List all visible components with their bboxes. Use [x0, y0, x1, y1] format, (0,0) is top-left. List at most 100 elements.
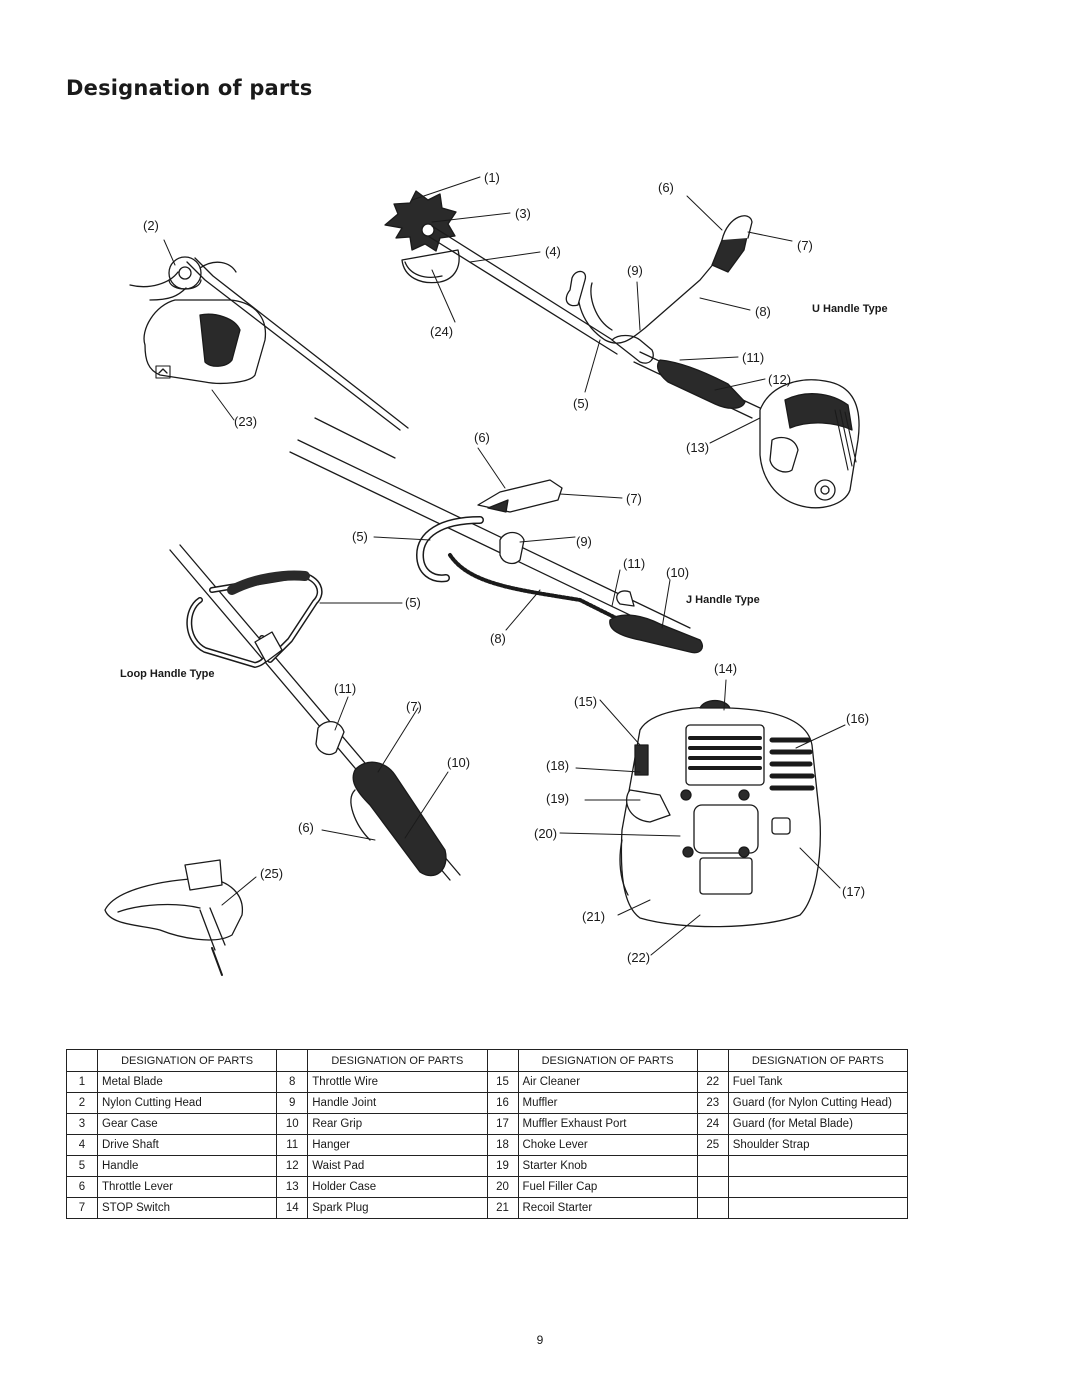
part-number: 23	[696, 1092, 729, 1114]
part-number: 5	[66, 1155, 98, 1177]
callout-numbers: (1) (2) (3) (4) (5) (6) (7) (9) (8) U Ha…	[120, 170, 888, 965]
callout-5b: (5)	[352, 529, 368, 544]
callout-11c: (11)	[334, 681, 356, 696]
part-name: Hanger	[307, 1134, 488, 1156]
part-name: Muffler Exhaust Port	[517, 1113, 698, 1135]
callout-19: (19)	[546, 791, 569, 806]
page-number: 9	[536, 1333, 544, 1347]
callout-3: (3)	[515, 206, 531, 221]
callout-1: (1)	[484, 170, 500, 185]
callout-20: (20)	[534, 826, 557, 841]
part-number: 21	[486, 1197, 519, 1219]
engine-front-illustration	[619, 699, 821, 928]
callout-10: (10)	[666, 565, 689, 580]
part-name	[727, 1176, 909, 1198]
callout-23: (23)	[234, 414, 257, 429]
part-number: 4	[66, 1134, 98, 1156]
callout-5: (5)	[573, 396, 589, 411]
column-header: DESIGNATION OF PARTS	[517, 1049, 698, 1072]
part-number: 20	[486, 1176, 519, 1198]
part-number: 11	[276, 1134, 309, 1156]
part-name: Fuel Tank	[727, 1071, 909, 1093]
callout-9b: (9)	[576, 534, 592, 549]
part-name: Shoulder Strap	[727, 1134, 909, 1156]
part-number: 17	[486, 1113, 519, 1135]
part-number: 3	[66, 1113, 98, 1135]
callout-11b: (11)	[623, 556, 645, 571]
engine-top-illustration	[759, 379, 860, 509]
part-name: Guard (for Metal Blade)	[727, 1113, 909, 1135]
callout-8: (8)	[755, 304, 771, 319]
callout-6b: (6)	[474, 430, 490, 445]
part-number: 25	[696, 1134, 729, 1156]
column-header: DESIGNATION OF PARTS	[96, 1049, 278, 1072]
part-name: Starter Knob	[517, 1155, 698, 1177]
part-number: 1	[66, 1071, 98, 1093]
part-number: 10	[276, 1113, 309, 1135]
part-name: STOP Switch	[96, 1197, 278, 1219]
callout-22: (22)	[627, 950, 650, 965]
part-name: Handle	[96, 1155, 278, 1177]
part-number: 18	[486, 1134, 519, 1156]
part-name: Waist Pad	[307, 1155, 488, 1177]
parts-table-header-row: DESIGNATION OF PARTS DESIGNATION OF PART…	[66, 1049, 909, 1072]
nylon-cutting-head-illustration	[129, 256, 409, 431]
shoulder-strap-illustration	[104, 859, 243, 976]
part-number	[696, 1197, 729, 1219]
j-handle-illustration	[289, 417, 704, 654]
callout-4: (4)	[545, 244, 561, 259]
part-number: 14	[276, 1197, 309, 1219]
callout-7b: (7)	[626, 491, 642, 506]
callout-21: (21)	[582, 909, 605, 924]
callout-8b: (8)	[490, 631, 506, 646]
part-number: 2	[66, 1092, 98, 1114]
callout-leader-lines	[163, 176, 846, 956]
callout-7c: (7)	[406, 699, 422, 714]
part-name: Choke Lever	[517, 1134, 698, 1156]
part-name: Muffler	[517, 1092, 698, 1114]
part-name: Spark Plug	[307, 1197, 488, 1219]
loop-handle-type-label: Loop Handle Type	[120, 668, 215, 680]
callout-2: (2)	[143, 218, 159, 233]
part-number: 9	[276, 1092, 309, 1114]
part-number: 12	[276, 1155, 309, 1177]
part-name: Drive Shaft	[96, 1134, 278, 1156]
metal-blade-illustration	[384, 190, 761, 419]
part-number: 6	[66, 1176, 98, 1198]
part-name	[727, 1155, 909, 1177]
part-name: Rear Grip	[307, 1113, 488, 1135]
parts-diagram: (1) (2) (3) (4) (5) (6) (7) (9) (8) U Ha…	[104, 170, 888, 976]
part-number: 22	[696, 1071, 729, 1093]
callout-6: (6)	[658, 180, 674, 195]
callout-24: (24)	[430, 324, 453, 339]
callout-18: (18)	[546, 758, 569, 773]
callout-11: (11)	[742, 350, 764, 365]
part-number	[696, 1155, 729, 1177]
part-name: Holder Case	[307, 1176, 488, 1198]
callout-10b: (10)	[447, 755, 470, 770]
part-name: Metal Blade	[96, 1071, 278, 1093]
part-name: Guard (for Nylon Cutting Head)	[727, 1092, 909, 1114]
j-handle-type-label: J Handle Type	[686, 594, 760, 606]
u-handle-type-label: U Handle Type	[812, 303, 888, 315]
part-number: 16	[486, 1092, 519, 1114]
page-title: Designation of parts	[66, 76, 313, 100]
callout-17: (17)	[842, 884, 865, 899]
part-number: 19	[486, 1155, 519, 1177]
callout-13: (13)	[686, 440, 709, 455]
callout-12: (12)	[768, 372, 791, 387]
part-name: Gear Case	[96, 1113, 278, 1135]
part-number: 13	[276, 1176, 309, 1198]
callout-7: (7)	[797, 238, 813, 253]
column-header: DESIGNATION OF PARTS	[727, 1049, 909, 1072]
part-name: Fuel Filler Cap	[517, 1176, 698, 1198]
part-name: Air Cleaner	[517, 1071, 698, 1093]
callout-25: (25)	[260, 866, 283, 881]
part-number: 8	[276, 1071, 309, 1093]
